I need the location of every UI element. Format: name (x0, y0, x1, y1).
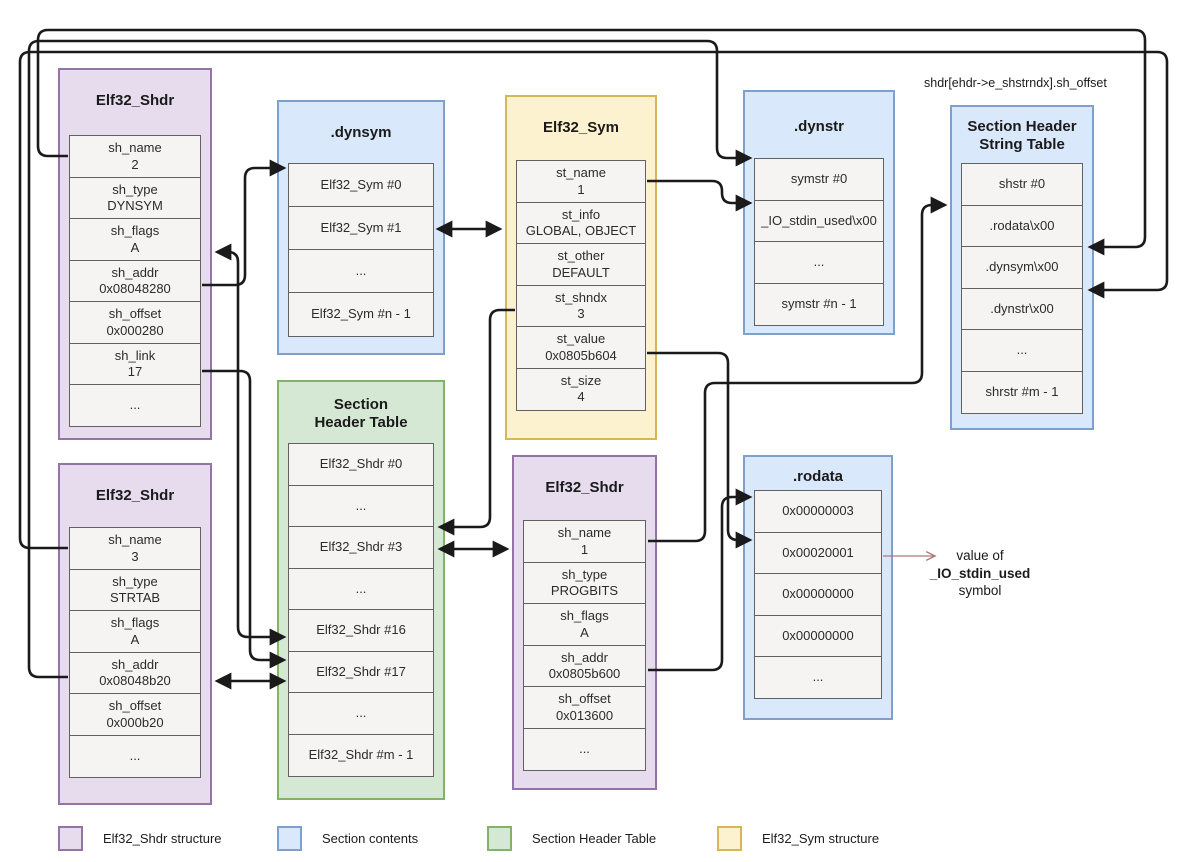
legend-swatch-yellow (717, 826, 742, 851)
value-note: value of _IO_stdin_used symbol (920, 547, 1040, 600)
row-symstr-0: symstr #0 (754, 158, 884, 201)
connector-stshndx-to-sht3 (437, 308, 515, 536)
row-io-stdin-used: _IO_stdin_used\x00 (754, 199, 884, 243)
row-word-1: 0x00020001 (754, 531, 882, 575)
box-sym-title: Elf32_Sym (543, 119, 619, 136)
box-rodata: .rodata 0x00000003 0x00020001 0x00000000… (743, 455, 893, 720)
row-word-2: 0x00000000 (754, 573, 882, 616)
row-elf32-sym-n1: Elf32_Sym #n - 1 (288, 292, 434, 337)
box-shdr-dynsym-title: Elf32_Shdr (95, 92, 175, 109)
box-dynsym-title: .dynsym (330, 124, 392, 141)
connector-stname-to-dynstr (647, 179, 753, 212)
legend-swatch-purple (58, 826, 83, 851)
row-rodata-name: .rodata\x00 (961, 204, 1083, 248)
row-ellipsis: ... (288, 692, 434, 735)
row-word-0: 0x00000003 (754, 490, 882, 533)
row-shdr-m1: Elf32_Shdr #m - 1 (288, 733, 434, 777)
row-shdr-0: Elf32_Shdr #0 (288, 443, 434, 486)
connector-shaddr-rodata-to-rodata (648, 488, 753, 672)
box-sht-title: Section Header Table (279, 382, 443, 432)
value-note-line2: _IO_stdin_used (929, 565, 1031, 581)
box-shstrtab: Section Header String Table shstr #0 .ro… (950, 105, 1094, 430)
row-elf32-sym-1: Elf32_Sym #1 (288, 206, 434, 251)
legend: Elf32_Shdr structure Section contents Se… (0, 826, 1200, 862)
field-ellipsis: ... (523, 727, 646, 771)
legend-item-section-contents: Section contents (277, 826, 418, 851)
connector-sht16-to-shdr-dynsym (214, 243, 240, 263)
field-ellipsis: ... (69, 384, 201, 427)
row-ellipsis: ... (754, 241, 884, 284)
box-sht-title-line2: Header Table (314, 414, 408, 431)
box-rodata-title: .rodata (792, 468, 843, 485)
box-shstrtab-title: Section Header String Table (952, 107, 1092, 154)
box-sht: Section Header Table Elf32_Shdr #0 ... E… (277, 380, 445, 800)
row-shdr-17: Elf32_Shdr #17 (288, 650, 434, 694)
box-sht-title-line1: Section (333, 396, 389, 413)
box-shdr-dynstr-title: Elf32_Shdr (95, 487, 175, 504)
row-ellipsis: ... (288, 249, 434, 294)
row-ellipsis: ... (288, 484, 434, 528)
shstrtab-offset-note: shdr[ehdr->e_shstrndx].sh_offset (924, 76, 1107, 90)
box-dynsym: .dynsym Elf32_Sym #0 Elf32_Sym #1 ... El… (277, 100, 445, 355)
row-ellipsis: ... (754, 656, 882, 699)
box-shstrtab-title-line2: String Table (979, 136, 1065, 153)
legend-swatch-blue (277, 826, 302, 851)
legend-label: Elf32_Sym structure (762, 831, 880, 846)
legend-item-shdr: Elf32_Shdr structure (58, 826, 222, 851)
value-note-line3: symbol (958, 583, 1002, 599)
row-ellipsis: ... (961, 329, 1083, 372)
legend-swatch-green (487, 826, 512, 851)
row-dynstr-name: .dynstr\x00 (961, 287, 1083, 331)
value-note-line1: value of (956, 548, 1004, 563)
connector-stvalue-to-rodata (647, 351, 753, 549)
legend-label: Elf32_Shdr structure (103, 831, 222, 846)
legend-item-sht: Section Header Table (487, 826, 656, 851)
connector-shaddr-dynsym-to-dynsym (202, 159, 287, 287)
connector-shlink-to-sht17 (202, 369, 287, 669)
row-shdr-16: Elf32_Shdr #16 (288, 609, 434, 652)
box-dynstr: .dynstr symstr #0 _IO_stdin_used\x00 ...… (743, 90, 895, 335)
legend-item-sym: Elf32_Sym structure (717, 826, 879, 851)
row-word-3: 0x00000000 (754, 614, 882, 658)
row-shdr-3: Elf32_Shdr #3 (288, 526, 434, 569)
row-elf32-sym-0: Elf32_Sym #0 (288, 163, 434, 208)
row-shrstr-m1: shrstr #m - 1 (961, 370, 1083, 414)
row-ellipsis: ... (288, 567, 434, 611)
row-symstr-n1: symstr #n - 1 (754, 282, 884, 326)
box-shstrtab-title-line1: Section Header (967, 118, 1077, 135)
box-dynstr-title: .dynstr (793, 118, 844, 135)
row-dynsym-name: .dynsym\x00 (961, 246, 1083, 289)
legend-label: Section contents (322, 831, 419, 846)
box-shdr-rodata-title: Elf32_Shdr (545, 479, 624, 496)
row-shstr-0: shstr #0 (961, 163, 1083, 206)
legend-label: Section Header Table (532, 831, 657, 846)
field-ellipsis: ... (69, 734, 201, 778)
